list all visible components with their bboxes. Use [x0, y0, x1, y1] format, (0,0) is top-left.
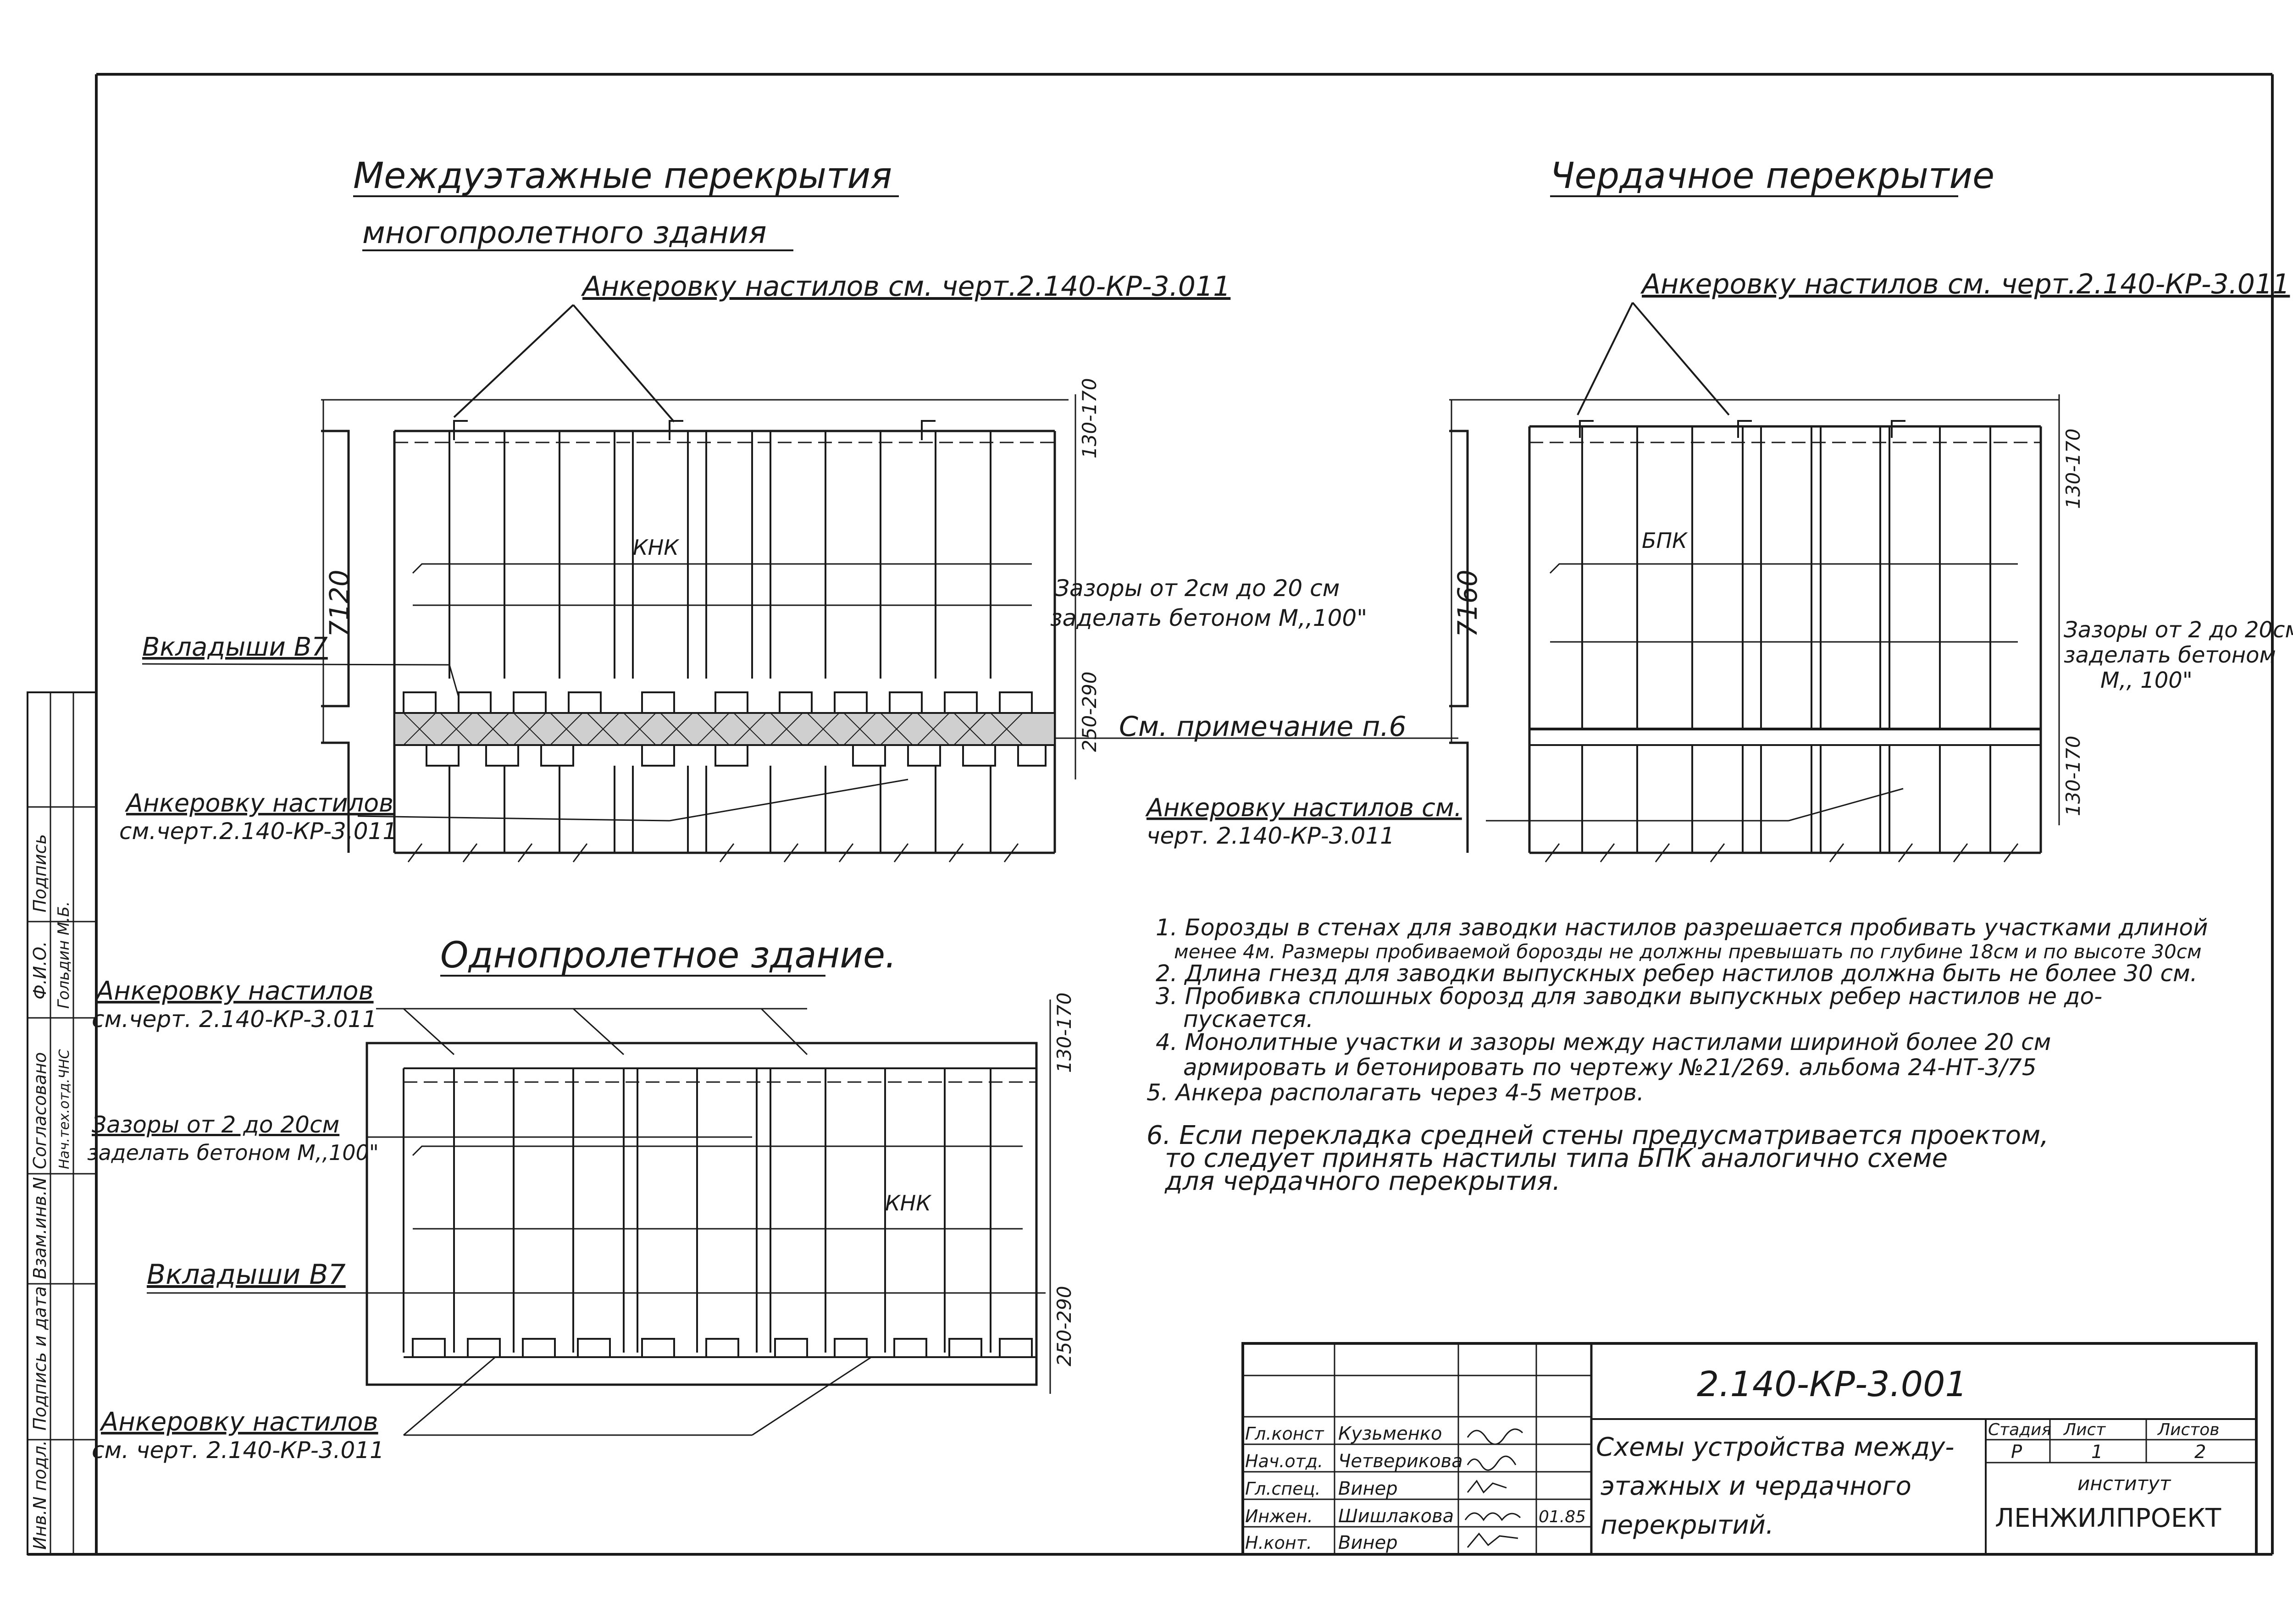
diagram-multi-span: Анкеровку настилов см. черт.2.140-КР-3.0…: [119, 271, 1458, 862]
note-line-11: для чердачного перекрытия.: [1164, 1166, 1561, 1196]
planks-upper: [449, 431, 991, 679]
stage-value: Р: [2011, 1442, 2022, 1463]
label-anchor-bottom-right-2: черт. 2.140-КР-3.011: [1146, 823, 1395, 849]
label-anchor-top-left: Анкеровку настилов см. черт.2.140-КР-3.0…: [581, 271, 1230, 303]
stamp-signature-date: Подпись и дата: [30, 1286, 50, 1431]
drawing-code: 2.140-КР-3.001: [1697, 1364, 1967, 1404]
drawing-title-1: Схемы устройства между-: [1596, 1432, 1954, 1462]
label-gaps-right-1: Зазоры от 2 до 20см: [2064, 617, 2293, 643]
label-knk-2: КНК: [885, 1191, 932, 1215]
staff-role-2: Нач.отд.: [1245, 1451, 1323, 1471]
label-anchor-bottom-left-1: Анкеровку настилов: [125, 789, 393, 818]
dim-7160: 7160: [1452, 569, 1483, 637]
label-anchor-top-right: Анкеровку настилов см. черт.2.140-КР-3.0…: [1640, 268, 2290, 300]
dim-250-290-b: 250-290: [1053, 1286, 1075, 1367]
sheets-label: Листов: [2157, 1420, 2219, 1439]
label-bpk: БПК: [1642, 528, 1688, 553]
label-anchor-single-top-1: Анкеровку настилов: [95, 976, 374, 1006]
dim-130-170-a: 130-170: [1078, 378, 1101, 459]
note-line-3: 2. Длина гнезд для заводки выпускных реб…: [1156, 960, 2198, 987]
title-multi-span-1: Междуэтажные перекрытия: [353, 155, 892, 197]
attic-planks: [1581, 426, 1991, 853]
sheets-value: 2: [2194, 1442, 2206, 1463]
label-anchor-bottom-left-2: см.черт.2.140-КР-3.011: [119, 818, 397, 845]
note-line-10: то следует принять настилы типа БПК анал…: [1165, 1143, 1948, 1173]
stamp-fio: Ф.И.О.: [30, 941, 50, 1000]
title-single-span: Однопролетное здание.: [440, 935, 897, 976]
staff-name-5: Винер: [1338, 1532, 1398, 1553]
label-gaps-left-2: заделать бетоном М,,100": [1050, 605, 1367, 631]
side-stamp: Инв.N подл. Подпись и дата Взам.инв.N Со…: [27, 691, 97, 1555]
stage-label: Стадия: [1988, 1420, 2051, 1439]
label-gaps-right-3: М,, 100": [2100, 668, 2193, 693]
label-see-note: См. примечание п.6: [1119, 711, 1407, 743]
stamp-goldin: Гольдин М.Б.: [55, 901, 73, 1009]
staff-role-1: Гл.конст: [1245, 1424, 1324, 1444]
label-anchor-single-top-2: см.черт. 2.140-КР-3.011: [92, 1006, 377, 1033]
staff-role-4: Инжен.: [1245, 1506, 1313, 1526]
staff-role-5: Н.конт.: [1245, 1533, 1312, 1553]
sheet-label: Лист: [2063, 1420, 2106, 1439]
stamp-signature: Подпись: [30, 834, 50, 912]
staff-name-3: Винер: [1338, 1478, 1398, 1499]
single-inserts: [412, 1338, 1033, 1358]
label-anchor-bottom-right-1: Анкеровку настилов см.: [1145, 793, 1462, 822]
drawing-date: 01.85: [1539, 1508, 1586, 1526]
label-gaps-right-2: заделать бетоном: [2064, 642, 2276, 668]
stamp-inv-no: Инв.N подл.: [30, 1440, 50, 1550]
note-line-4: 3. Пробивка сплошных борозд для заводки …: [1156, 983, 2102, 1010]
stamp-agreed: Согласовано: [30, 1052, 50, 1169]
label-anchor-single-bottom-2: см. черт. 2.140-КР-3.011: [92, 1437, 384, 1464]
staff-name-1: Кузьменко: [1338, 1423, 1442, 1444]
hatch-lines: [403, 713, 1023, 746]
diagram-attic: Анкеровку настилов см. черт.2.140-КР-3.0…: [1145, 268, 2293, 862]
note-line-9: 6. Если перекладка средней стены предусм…: [1146, 1121, 2049, 1150]
notes: 1. Борозды в стенах для заводки настилов…: [1146, 914, 2208, 1196]
signature-scribbles: [1464, 1428, 1523, 1548]
dim-130-170-d: 130-170: [1053, 993, 1075, 1073]
single-planks: [403, 1068, 991, 1353]
note-line-1: 1. Борозды в стенах для заводки настилов…: [1156, 914, 2208, 941]
label-gaps-single-2: заделать бетоном М,,100": [87, 1140, 379, 1165]
stamp-replace-inv: Взам.инв.N: [30, 1177, 50, 1279]
note-line-7: армировать и бетонировать по чертежу №21…: [1183, 1054, 2037, 1081]
break-marks: [407, 843, 1019, 862]
dim-7120: 7120: [324, 569, 355, 637]
label-knk-1: КНК: [633, 535, 680, 560]
note-line-8: 5. Анкера располагать через 4-5 метров.: [1146, 1079, 1644, 1106]
institute-label: институт: [2077, 1472, 2171, 1495]
label-gaps-single-1: Зазоры от 2 до 20см: [92, 1111, 339, 1138]
label-anchor-single-bottom-1: Анкеровку настилов: [100, 1407, 378, 1437]
institute-name: ЛЕНЖИЛПРОЕКТ: [1995, 1503, 2221, 1533]
label-inserts-1: Вкладыши В7: [142, 632, 328, 662]
note-line-6: 4. Монолитные участки и зазоры между нас…: [1156, 1029, 2051, 1055]
title-multi-span-2: многопролетного здания: [362, 215, 767, 250]
drawing-title-2: этажных и чердачного: [1601, 1471, 1911, 1501]
staff-name-2: Четверикова: [1338, 1451, 1463, 1472]
diagram-single-span: Анкеровку настилов см.черт. 2.140-КР-3.0…: [87, 976, 1075, 1464]
staff-name-4: Шишлакова: [1338, 1506, 1454, 1527]
dim-250-290-a: 250-290: [1078, 672, 1101, 752]
stamp-tech-dept: Нач.тех.отд.ЧНС: [56, 1049, 72, 1169]
title-attic: Чердачное перекрытие: [1550, 155, 1994, 197]
planks-lower: [449, 766, 991, 853]
label-gaps-left-1: Зазоры от 2см до 20 см: [1055, 575, 1340, 602]
inserts-row: [403, 691, 1047, 767]
dim-130-170-c: 130-170: [2062, 736, 2084, 817]
sheet-value: 1: [2091, 1442, 2103, 1463]
drawing-title-3: перекрытий.: [1601, 1510, 1774, 1540]
label-inserts-2: Вкладыши В7: [147, 1259, 346, 1291]
staff-role-3: Гл.спец.: [1245, 1479, 1321, 1499]
dim-130-170-b: 130-170: [2062, 429, 2084, 509]
title-block: 2.140-КР-3.001 Схемы устройства между- э…: [1241, 1342, 2258, 1556]
attic-break-marks: [1545, 843, 2019, 862]
hatched-zone: [393, 712, 1056, 746]
note-line-5: пускается.: [1183, 1006, 1313, 1033]
note-line-2: менее 4м. Размеры пробиваемой борозды не…: [1174, 940, 2202, 963]
